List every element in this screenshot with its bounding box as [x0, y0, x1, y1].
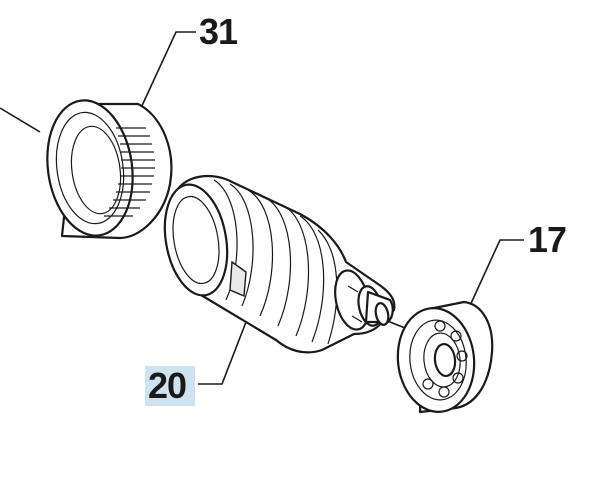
- thread-shadow: [229, 260, 247, 298]
- leader-lines: [0, 31, 524, 385]
- leader-20: [198, 321, 247, 385]
- leader-31: [139, 31, 196, 111]
- needle-bearing-31: [46, 99, 173, 240]
- ball-bearing-17: [396, 300, 494, 414]
- leader-17: [467, 239, 524, 311]
- worm-shaft-20: [163, 175, 396, 354]
- callout-20: 20: [148, 365, 187, 406]
- callout-31: 31: [199, 11, 238, 52]
- callout-20-highlight: [145, 366, 195, 406]
- axis-line-left: [0, 107, 41, 133]
- callout-17: 17: [528, 219, 567, 260]
